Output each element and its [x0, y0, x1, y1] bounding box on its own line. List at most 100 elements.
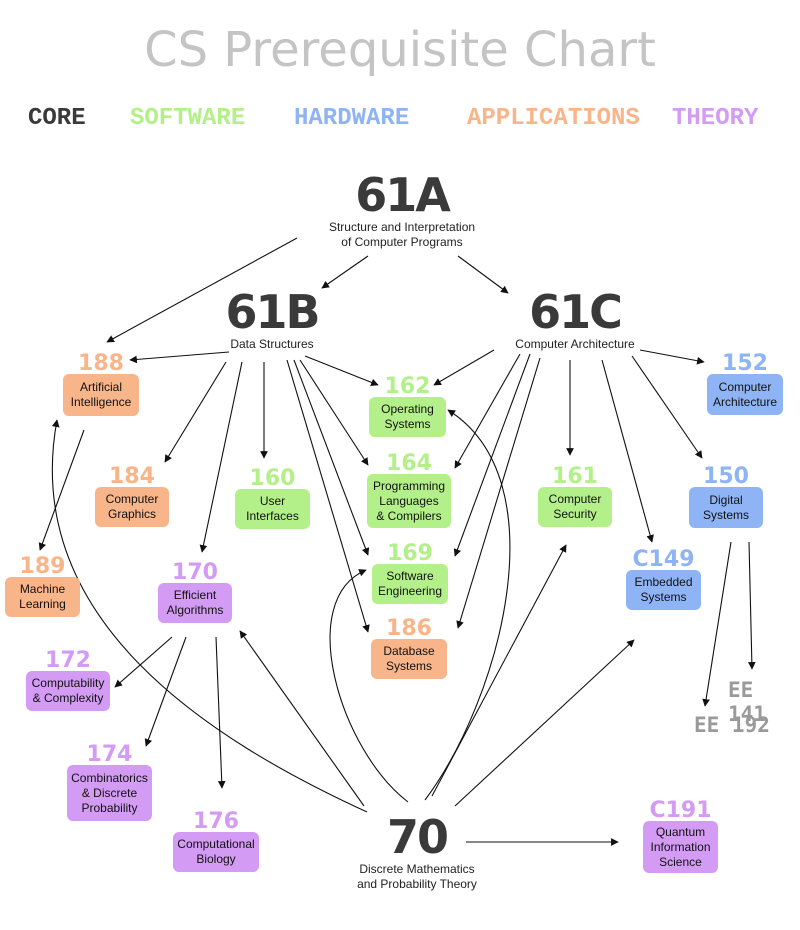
- course-ee192[interactable]: EE 192: [694, 713, 770, 737]
- course-70-name-line-2: and Probability Theory: [357, 877, 477, 891]
- course-150-number: 150: [703, 464, 749, 489]
- course-c191-name-line-1: Quantum: [655, 824, 706, 839]
- course-189-number: 189: [19, 554, 66, 579]
- course-189-name-line-2: Learning: [19, 597, 66, 611]
- arrow-170-174: [144, 636, 187, 747]
- arrow-61b-184: [164, 361, 227, 463]
- course-188-name-line-2: Intelligence: [70, 395, 132, 409]
- course-176-name-line-2: Biology: [196, 852, 236, 866]
- course-61a-name-line-1: Structure and Interpretation: [328, 220, 476, 234]
- course-c191-number: C191: [649, 798, 712, 823]
- legend-applications: APPLICATIONS: [467, 105, 640, 132]
- course-70[interactable]: 70 Discrete Mathematics and Probability …: [330, 812, 504, 892]
- arrow-61c-169: [453, 353, 531, 557]
- legend-core: CORE: [28, 105, 86, 132]
- course-161-name-line-1: Computer: [548, 492, 602, 506]
- arrow-61c-150: [631, 355, 703, 459]
- course-176-number: 176: [193, 809, 239, 834]
- course-61b[interactable]: 61B Data Structures: [212, 287, 332, 352]
- arrow-70-169: [329, 569, 409, 803]
- course-ee141[interactable]: EE 141: [728, 678, 766, 726]
- arrow-61a-61b: [321, 255, 369, 289]
- arrow-61c-c149: [601, 359, 654, 543]
- arrow-70-c149: [454, 639, 635, 807]
- course-169-number: 169: [387, 541, 433, 566]
- course-184-number: 184: [109, 464, 155, 489]
- arrow-61b-169: [293, 359, 370, 556]
- course-61a-number: 61A: [355, 168, 451, 222]
- course-61b-name: Data Structures: [230, 337, 314, 351]
- course-164-number: 164: [386, 451, 432, 476]
- course-c191-name-line-3: Science: [659, 854, 702, 869]
- legend-software: SOFTWARE: [130, 105, 246, 132]
- course-c191-name-line-2: Information: [650, 839, 711, 854]
- arrow-61c-162: [433, 349, 495, 386]
- course-164-name-line-2: Languages: [379, 493, 439, 508]
- arrow-70-170: [239, 630, 365, 807]
- course-172[interactable]: 172 Computability& Complexity: [26, 649, 110, 711]
- course-172-number: 172: [45, 648, 91, 673]
- course-184-name-line-2: Graphics: [107, 507, 157, 521]
- course-152-name-line-2: Architecture: [712, 394, 778, 409]
- course-160-name-line-1: User: [259, 494, 286, 508]
- arrow-188-189: [38, 429, 85, 551]
- course-169-name-line-2: Engineering: [377, 584, 443, 598]
- course-160-name-line-2: Interfaces: [246, 509, 299, 523]
- course-186-number: 186: [386, 616, 432, 641]
- arrow-61b-186: [286, 359, 370, 633]
- course-170-name-line-1: Efficient: [173, 588, 217, 602]
- course-61a-name-line-2: of Computer Programs: [341, 235, 463, 249]
- arrow-61c-164: [454, 353, 521, 469]
- arrow-61c-152: [639, 349, 705, 365]
- course-61b-number: 61B: [225, 285, 320, 339]
- course-61a[interactable]: 61A Structure and Interpretation of Comp…: [300, 170, 504, 250]
- course-152-number: 152: [722, 351, 768, 376]
- arrow-170-172: [114, 636, 173, 688]
- course-174-number: 174: [86, 742, 133, 767]
- course-162-name-line-2: Systems: [384, 417, 431, 431]
- course-172-name-line-2: & Complexity: [32, 691, 104, 705]
- course-186-name-line-1: Database: [383, 644, 435, 658]
- arrow-61b-164: [299, 359, 369, 466]
- course-184-name-line-1: Computer: [105, 492, 159, 506]
- course-c149-name-line-1: Embedded: [634, 575, 693, 589]
- course-162-name-line-1: Operating: [381, 402, 434, 416]
- course-150-name-line-1: Digital: [709, 492, 743, 507]
- course-170-name-line-2: Algorithms: [166, 603, 224, 617]
- course-170-number: 170: [172, 560, 218, 585]
- course-188-number: 188: [78, 351, 124, 376]
- course-150-name-line-2: Systems: [702, 507, 749, 522]
- course-70-name-line-1: Discrete Mathematics: [359, 862, 475, 876]
- course-70-number: 70: [386, 810, 449, 864]
- course-61c[interactable]: 61C Computer Architecture: [500, 287, 650, 352]
- arrow-61c-186: [456, 357, 541, 629]
- course-161-number: 161: [552, 464, 598, 489]
- arrow-150-ee141: [747, 541, 756, 670]
- course-161-name-line-2: Security: [553, 507, 597, 521]
- course-162-number: 162: [384, 374, 431, 399]
- arrow-61b-162: [304, 355, 379, 387]
- arrow-170-176: [215, 636, 226, 789]
- course-152-name-line-1: Computer: [718, 379, 772, 394]
- course-174-name-line-1: Combinatorics: [71, 770, 148, 785]
- arrow-61a-61c: [457, 255, 509, 294]
- legend-theory: THEORY: [672, 105, 759, 132]
- course-c149-name-line-2: Systems: [640, 590, 687, 604]
